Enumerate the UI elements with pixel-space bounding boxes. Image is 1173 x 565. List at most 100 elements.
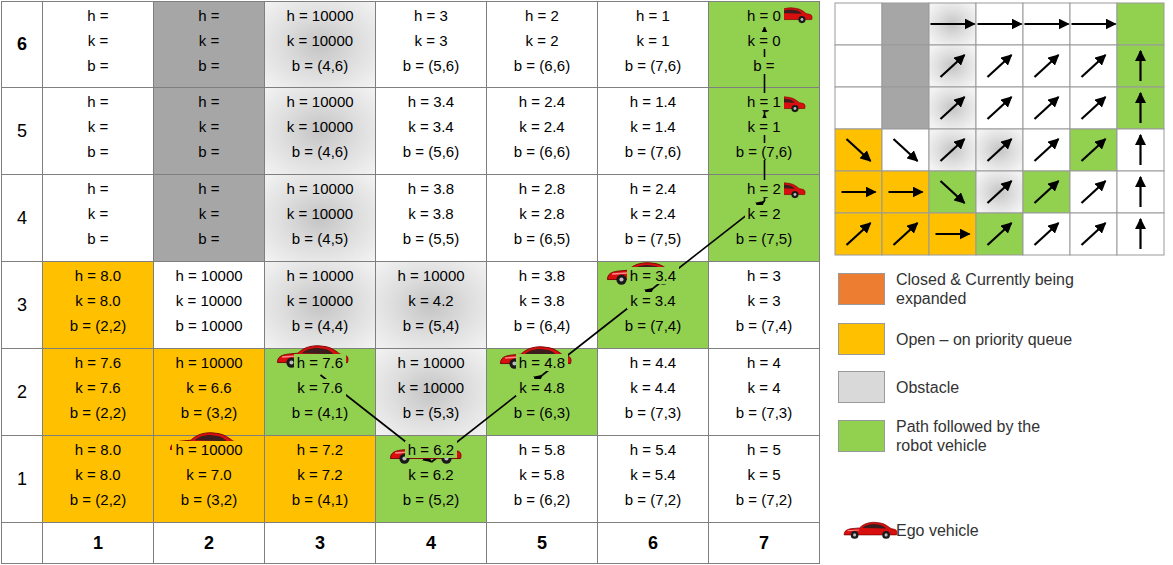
cell-value: k = 10000: [284, 32, 356, 49]
cell-value: b = (4,4): [289, 317, 351, 334]
backpointer-arrow: [941, 181, 965, 203]
cell-value: k =: [196, 118, 222, 135]
backpointer-arrow: [988, 97, 1012, 119]
axis-cell: 3: [265, 523, 376, 564]
cell-value: h = 10000: [172, 441, 245, 458]
mini-cell: [882, 171, 929, 213]
mini-cell: [835, 129, 882, 171]
cell-value: h = 1: [633, 7, 673, 24]
cell-value: k = 6.6: [183, 379, 234, 396]
cell-value: b = (5,3): [400, 404, 462, 421]
cell-value: h = 10000: [394, 354, 467, 371]
legend-text: Obstacle: [896, 378, 1076, 397]
cell-value: k = 4.8: [516, 379, 567, 396]
search-cell: h = 2k = 2b = (6,6): [487, 1, 598, 88]
search-cell: h = 10000k = 10000b = (4,5): [265, 175, 376, 262]
search-cell: h = 4k = 4b = (7,3): [709, 349, 820, 436]
backpointer-arrow: [988, 139, 1012, 161]
cell-value: k = 5.4: [627, 466, 678, 483]
cell-value: k = 8.0: [72, 466, 123, 483]
mini-cell: [1070, 3, 1117, 45]
column-number: 7: [757, 533, 771, 554]
search-cell: h = 3.8k = 3.8b = (5,5): [376, 175, 487, 262]
backpointer-arrow: [1139, 51, 1141, 81]
legend-text: Ego vehicle: [896, 521, 1076, 540]
mini-cell: [1023, 213, 1070, 255]
mini-cell: [976, 213, 1023, 255]
cell-value: h =: [84, 180, 111, 197]
axis-cell: 6: [1, 1, 43, 88]
ego-car: [170, 433, 241, 455]
search-cell: h =k =b =: [43, 88, 154, 175]
path-arrow: [432, 375, 543, 462]
backpointer-arrow: [1082, 97, 1106, 119]
row-number: 4: [15, 208, 29, 229]
mini-cell: [835, 213, 882, 255]
backpointer-arrow: [894, 223, 918, 245]
cell-value: k = 3.8: [516, 292, 567, 309]
mini-cell: [1070, 45, 1117, 87]
cell-value: h = 5: [744, 441, 784, 458]
cell-value: h =: [195, 93, 222, 110]
axis-corner: [1, 523, 43, 564]
cell-value: b = (5,4): [400, 317, 462, 334]
legend-item: Open – on priority queue: [838, 322, 1168, 356]
search-cell: h = 8.0k = 8.0b = (2,2): [43, 262, 154, 349]
ego-car: [756, 183, 805, 198]
cell-value: b = (7,4): [733, 317, 795, 334]
cell-value: k =: [196, 32, 222, 49]
column-number: 2: [202, 533, 216, 554]
row-number: 2: [15, 382, 29, 403]
path-arrow: [543, 288, 654, 375]
search-cell: h = 2.4k = 2.4b = (7,5): [598, 175, 709, 262]
cell-value: b = (2,2): [67, 491, 129, 508]
legend-item: Path followed by the robot vehicle: [838, 419, 1168, 453]
row-number: 5: [15, 121, 29, 142]
ego-car: [500, 347, 571, 369]
mini-cell: [882, 3, 929, 45]
cell-value: h =: [195, 180, 222, 197]
cell-value: h = 1: [744, 93, 784, 110]
cell-value: k = 10000: [284, 292, 356, 309]
backpointer-arrow: [1139, 219, 1141, 249]
cell-value: b = (7,3): [733, 404, 795, 421]
ego-car: [763, 8, 812, 23]
mini-cell: [835, 45, 882, 87]
cell-value: b = (6,4): [511, 317, 573, 334]
cell-value: b = (7,4): [622, 317, 684, 334]
search-cell: h = 10000k = 6.6b = (3,2): [154, 349, 265, 436]
search-cell: h = 3.4k = 3.4b = (7,4): [598, 262, 709, 349]
backpointer-arrow: [1139, 177, 1141, 207]
mini-cell: [1023, 3, 1070, 45]
cell-value: b = (5,6): [400, 57, 462, 74]
backpointer-arrow: [941, 97, 965, 119]
cell-value: b = (7,5): [733, 230, 795, 247]
path-arrow: [654, 201, 765, 288]
mini-cell: [976, 45, 1023, 87]
cell-value: b = (6,2): [511, 491, 573, 508]
cell-value: h = 2: [522, 7, 562, 24]
row-number: 6: [15, 34, 29, 55]
cell-value: h = 0: [744, 7, 784, 24]
mini-cell: [882, 213, 929, 255]
cell-value: b = (7,6): [622, 143, 684, 160]
cell-value: b = (7,5): [622, 230, 684, 247]
cell-value: k = 10000: [284, 205, 356, 222]
backpointer-arrow: [1082, 181, 1106, 203]
legend-item: Ego vehicle: [838, 513, 1168, 547]
mini-cell: [929, 129, 976, 171]
search-cell: h = 10000k = 7.0b = (3,2): [154, 436, 265, 523]
cell-value: b = (6,5): [511, 230, 573, 247]
cell-value: b = (7,2): [733, 491, 795, 508]
backpointer-arrow: [1035, 223, 1059, 245]
mini-cell: [1070, 129, 1117, 171]
backpointer-arrow: [931, 23, 975, 25]
cell-value: h = 8.0: [72, 267, 124, 284]
cell-value: h = 10000: [283, 7, 356, 24]
cell-value: k = 7.0: [183, 466, 234, 483]
cell-value: b = 10000: [172, 317, 245, 334]
search-cell: h =k =b =: [154, 88, 265, 175]
search-cell: h = 3k = 3b = (7,4): [709, 262, 820, 349]
backpointer-arrow: [847, 223, 871, 245]
cell-value: b = (5,5): [400, 230, 462, 247]
